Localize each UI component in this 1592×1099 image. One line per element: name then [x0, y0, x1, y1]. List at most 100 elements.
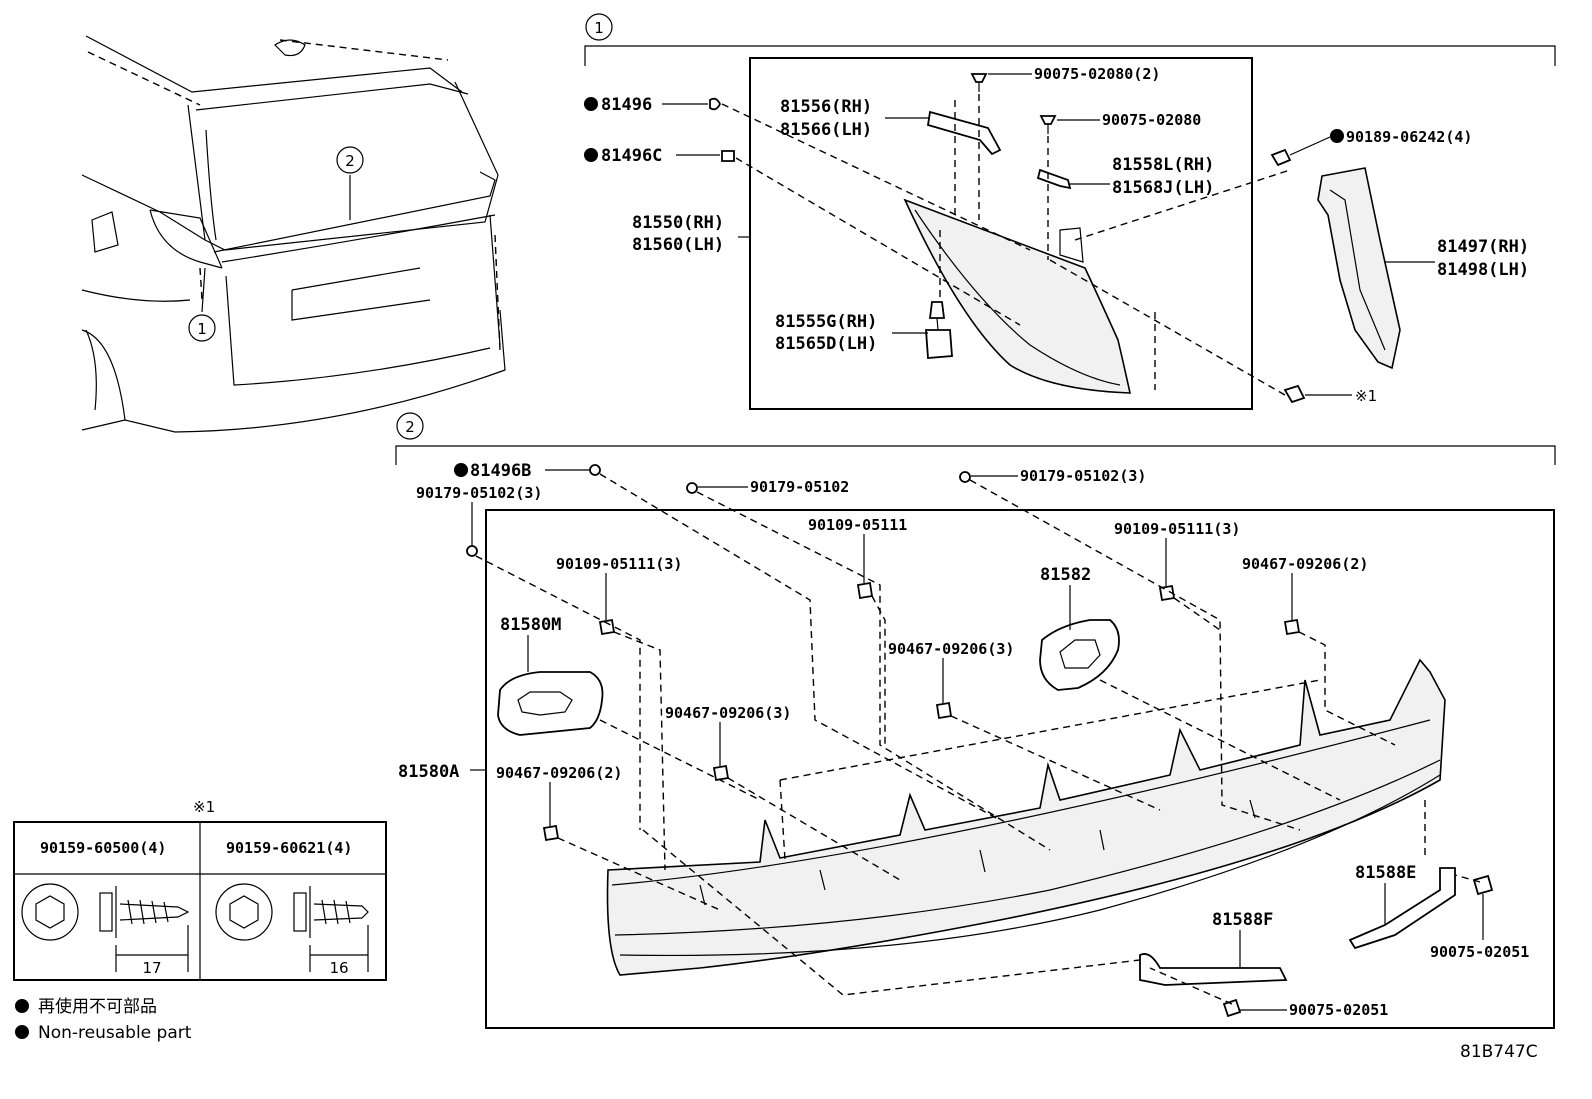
svg-text:90179-05102(3): 90179-05102(3): [416, 484, 542, 502]
screw-90075-02080-2: [970, 73, 988, 92]
screw-90159-60500-icon: 17: [21, 883, 190, 977]
svg-text:81555G(RH): 81555G(RH): [775, 312, 877, 332]
screw-90159-60621-icon: 16: [215, 883, 369, 977]
svg-text:16: 16: [329, 959, 348, 977]
svg-text:81550(RH): 81550(RH): [632, 213, 724, 233]
tail-lamp-group-box: [749, 57, 1253, 410]
svg-text:90075-02080(2): 90075-02080(2): [1034, 65, 1160, 83]
gasket-81580M: [497, 671, 604, 736]
section-1-assembly-lines: [721, 94, 1291, 396]
label-81497: 81497(RH) 81498(LH): [1385, 237, 1529, 280]
svg-text:81580A: 81580A: [398, 762, 459, 782]
screw-spec-table: ※1 90159-60500(4) 90159-60621(4) 17: [13, 798, 387, 981]
screw-90189-06242: [1270, 148, 1292, 167]
svg-text:90467-09206(3): 90467-09206(3): [888, 640, 1014, 658]
label-81582: 81582: [1040, 565, 1091, 630]
label-81550: 81550(RH) 81560(LH): [632, 213, 750, 255]
svg-text:81498(LH): 81498(LH): [1437, 260, 1529, 280]
svg-text:1: 1: [197, 320, 207, 338]
label-81580A: 81580A: [398, 762, 486, 782]
svg-text:17: 17: [142, 959, 161, 977]
clip-81496: [709, 97, 722, 111]
vehicle-rear-illustration: [81, 35, 506, 433]
svg-text:81568J(LH): 81568J(LH): [1112, 178, 1214, 198]
label-90467-09206-2-right: 90467-09206(2): [1242, 555, 1368, 620]
svg-text:81496C: 81496C: [601, 146, 662, 166]
svg-text:90189-06242(4): 90189-06242(4): [1346, 128, 1472, 146]
section-1-bracket: [584, 45, 1556, 66]
svg-text:81560(LH): 81560(LH): [632, 235, 724, 255]
note-non-reusable-jp: 再使用不可部品: [15, 996, 157, 1017]
svg-text:90467-09206(2): 90467-09206(2): [1242, 555, 1368, 573]
label-90075-02051-right: 90075-02051: [1430, 894, 1529, 961]
svg-text:Non-reusable part: Non-reusable part: [38, 1023, 192, 1043]
svg-text:81566(LH): 81566(LH): [780, 120, 872, 140]
screw-star1: [1283, 384, 1306, 404]
section-2-assembly-lines: [475, 473, 1481, 1005]
screw-90075-02080: [1039, 115, 1057, 134]
garnish-group-box: [485, 509, 1555, 1029]
section-2-bracket: [395, 445, 1556, 465]
tail-lamp-lens: [903, 198, 1132, 394]
vehicle-callout-1: 1: [188, 314, 216, 342]
section-2-callout: 2: [396, 412, 424, 440]
vehicle-callout-2: 2: [336, 146, 364, 174]
label-81556: 81556(RH) 81566(LH): [780, 97, 930, 140]
gasket-81582: [1039, 619, 1120, 691]
label-90179-05102-mid: 90179-05102: [698, 478, 849, 496]
svg-text:90075-02051: 90075-02051: [1289, 1001, 1388, 1019]
label-90109-05111-3-right: 90109-05111(3): [1114, 520, 1240, 586]
svg-text:90179-05102: 90179-05102: [750, 478, 849, 496]
label-81555G: 81555G(RH) 81565D(LH): [775, 312, 928, 354]
svg-text:81496: 81496: [601, 95, 652, 115]
svg-text:90075-02080: 90075-02080: [1102, 111, 1201, 129]
bracket-81588E: [1348, 867, 1456, 950]
bracket-81558L: [1036, 168, 1072, 190]
svg-text:90109-05111(3): 90109-05111(3): [1114, 520, 1240, 538]
label-81496B: 81496B: [454, 461, 590, 481]
bracket-81556: [926, 110, 1002, 156]
svg-text:90109-05111(3): 90109-05111(3): [556, 555, 682, 573]
svg-text:81558L(RH): 81558L(RH): [1112, 155, 1214, 175]
label-81496C: 81496C: [584, 146, 720, 166]
svg-text:81588E: 81588E: [1355, 863, 1416, 883]
label-90467-09206-3-left: 90467-09206(3): [665, 704, 791, 766]
svg-text:90075-02051: 90075-02051: [1430, 943, 1529, 961]
svg-text:90467-09206(3): 90467-09206(3): [665, 704, 791, 722]
label-90467-09206-3-mid: 90467-09206(3): [888, 640, 1014, 703]
svg-text:81582: 81582: [1040, 565, 1091, 585]
screw-spec-col1: 90159-60500(4): [40, 839, 166, 857]
label-star1-ref: ※1: [1305, 387, 1377, 405]
label-90189-06242: 90189-06242(4): [1289, 128, 1472, 156]
screw-spec-col2: 90159-60621(4): [226, 839, 352, 857]
label-81558L: 81558L(RH) 81568J(LH): [1070, 155, 1214, 198]
svg-text:90179-05102(3): 90179-05102(3): [1020, 467, 1146, 485]
label-90109-05111-3-left: 90109-05111(3): [556, 555, 682, 620]
label-90179-05102-3-left: 90179-05102(3): [416, 484, 542, 546]
svg-text:81497(RH): 81497(RH): [1437, 237, 1529, 257]
svg-text:※1: ※1: [1355, 387, 1377, 405]
section-1-callout: 1: [585, 13, 613, 41]
svg-text:90467-09206(2): 90467-09206(2): [496, 764, 622, 782]
label-81588E: 81588E: [1355, 863, 1416, 925]
clip-81496C: [721, 150, 735, 162]
fasteners-section-2: [466, 464, 1494, 1018]
label-81580M: 81580M: [500, 615, 561, 672]
rear-lamp-81497: [1317, 167, 1401, 370]
note-non-reusable-en: Non-reusable part: [15, 1023, 192, 1043]
label-90075-02080: 90075-02080: [1057, 111, 1201, 129]
svg-text:81588F: 81588F: [1212, 910, 1273, 930]
label-81496: 81496: [584, 95, 708, 115]
svg-text:81580M: 81580M: [500, 615, 561, 635]
label-90467-09206-2-left: 90467-09206(2): [496, 764, 622, 826]
svg-text:再使用不可部品: 再使用不可部品: [38, 996, 157, 1017]
svg-text:81556(RH): 81556(RH): [780, 97, 872, 117]
label-90075-02080-2: 90075-02080(2): [988, 65, 1160, 83]
svg-text:2: 2: [345, 152, 355, 170]
label-90075-02051-bottom: 90075-02051: [1240, 1001, 1388, 1019]
label-90179-05102-3-right: 90179-05102(3): [971, 467, 1146, 485]
svg-text:81565D(LH): 81565D(LH): [775, 334, 877, 354]
bulb-socket-81555G: [925, 301, 953, 359]
label-90109-05111-mid: 90109-05111: [808, 516, 907, 583]
